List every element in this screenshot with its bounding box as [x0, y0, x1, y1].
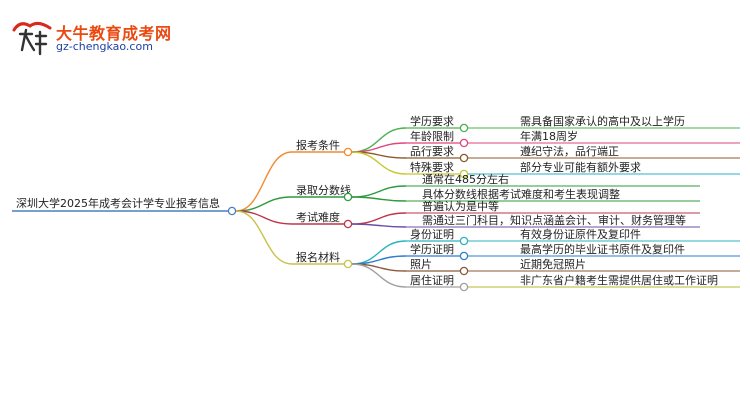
child-label: 特殊要求 [410, 160, 454, 174]
leaf-label: 有效身份证原件及复印件 [520, 227, 641, 241]
leaf-label: 年满18周岁 [520, 129, 578, 143]
child-label: 学历要求 [410, 114, 454, 128]
logo-url: gz-chengkao.com [56, 40, 153, 53]
leaf-label: 近期免冠照片 [520, 257, 586, 271]
branch-node [343, 147, 353, 157]
root-node [227, 206, 237, 216]
bull-logo-icon [12, 21, 52, 56]
child-label: 学历证明 [410, 242, 454, 256]
leaf-label: 最高学历的毕业证书原件及复印件 [520, 242, 685, 256]
branch-label: 录取分数线 [296, 183, 351, 197]
child-node [459, 169, 469, 179]
branch-label: 报名材料 [296, 250, 340, 264]
child-node [459, 123, 469, 133]
logo [10, 16, 180, 60]
branch-label: 报考条件 [296, 138, 340, 152]
child-label: 年龄限制 [410, 129, 454, 143]
leaf-label: 非广东省户籍考生需提供居住或工作证明 [520, 273, 718, 287]
child-node [459, 251, 469, 261]
leaf-label: 需通过三门科目，知识点涵盖会计、审计、财务管理等 [422, 213, 686, 227]
branch-connector [235, 210, 293, 225]
branch-node [343, 219, 353, 229]
child-label: 照片 [410, 258, 432, 271]
leaf-label: 通常在485分左右 [422, 172, 509, 186]
child-label: 品行要求 [410, 145, 454, 158]
child-node [459, 138, 469, 148]
branch-connector [235, 196, 293, 212]
branch-connector [235, 210, 293, 265]
root-label: 深圳大学2025年成考会计学专业报考信息 [16, 196, 220, 210]
leaf-label: 普遍认为是中等 [422, 199, 499, 213]
child-node [459, 266, 469, 276]
child-connector [351, 127, 407, 153]
child-connector [351, 223, 407, 228]
child-node [459, 282, 469, 292]
child-connector [351, 151, 407, 175]
branch-label: 考试难度 [296, 210, 340, 224]
child-node [459, 153, 469, 163]
child-connector [351, 185, 407, 198]
child-label: 居住证明 [410, 273, 454, 287]
leaf-label: 遵纪守法，品行端正 [520, 144, 619, 158]
branch-connector [235, 151, 293, 212]
leaf-label: 部分专业可能有额外要求 [520, 160, 641, 174]
branch-node [343, 259, 353, 269]
child-node [459, 236, 469, 246]
child-connector [351, 196, 407, 202]
leaf-label: 具体分数线根据考试难度和考生表现调整 [422, 187, 620, 201]
logo-title: 大牛教育成考网 [56, 24, 172, 43]
child-connector [351, 212, 407, 225]
branch-node [343, 192, 353, 202]
leaf-label: 需具备国家承认的高中及以上学历 [520, 114, 685, 128]
child-connector [351, 263, 407, 288]
child-label: 身份证明 [410, 227, 454, 241]
